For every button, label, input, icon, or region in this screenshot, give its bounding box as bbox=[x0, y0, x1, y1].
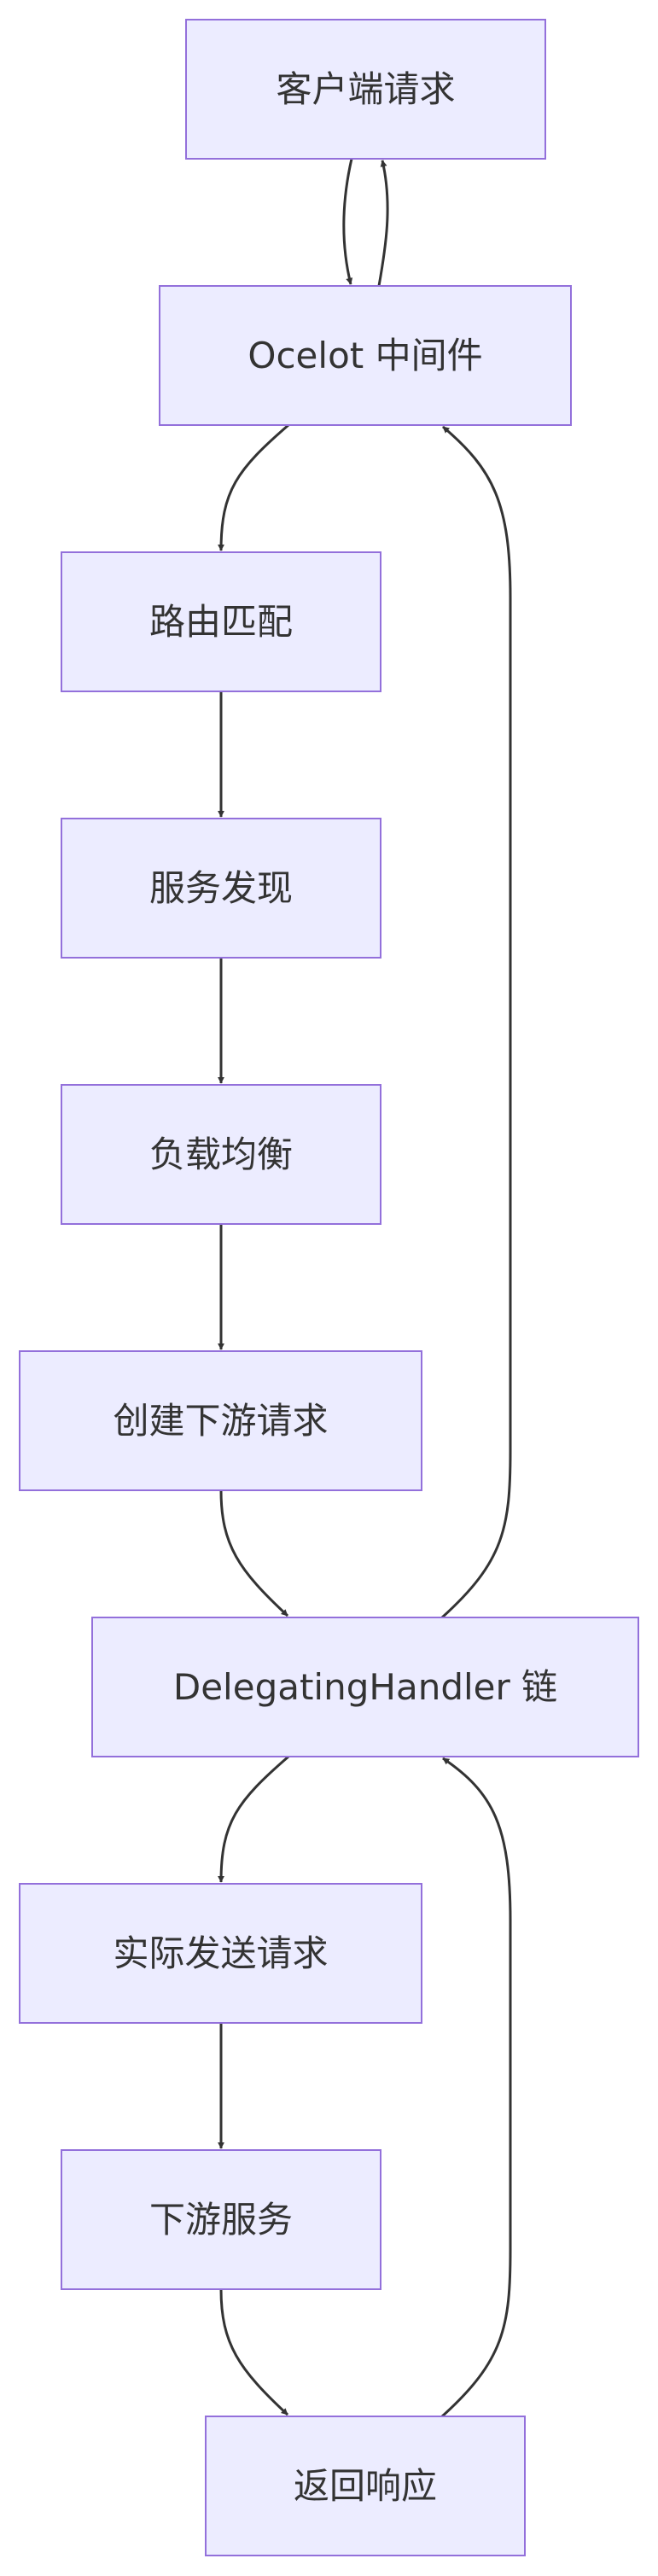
node-label: Ocelot 中间件 bbox=[247, 335, 482, 376]
edge-handler-to-ocelot bbox=[440, 425, 512, 1619]
edge-client-to-ocelot bbox=[342, 158, 353, 285]
node-response: 返回响应 bbox=[205, 2416, 526, 2556]
node-box bbox=[61, 818, 381, 959]
node-handler: DelegatingHandler 链 bbox=[91, 1617, 639, 1757]
edge-ocelot-to-client bbox=[377, 160, 389, 287]
node-create: 创建下游请求 bbox=[19, 1350, 422, 1491]
node-route: 路由匹配 bbox=[61, 551, 381, 692]
node-send: 实际发送请求 bbox=[19, 1883, 422, 2024]
node-discovery: 服务发现 bbox=[61, 818, 381, 959]
edges bbox=[218, 158, 512, 2418]
node-downstream: 下游服务 bbox=[61, 2149, 381, 2290]
node-label: 下游服务 bbox=[149, 2199, 293, 2241]
node-box bbox=[185, 19, 546, 160]
node-label: 负载均衡 bbox=[149, 1134, 293, 1175]
node-box bbox=[61, 1084, 381, 1225]
node-box bbox=[91, 1617, 639, 1757]
edge-ocelot-to-route bbox=[218, 423, 289, 551]
node-box bbox=[205, 2416, 526, 2556]
node-loadbalance: 负载均衡 bbox=[61, 1084, 381, 1225]
edge-response-to-handler bbox=[440, 1757, 512, 2418]
node-label: 创建下游请求 bbox=[113, 1400, 328, 1442]
edge-handler-to-send bbox=[218, 1755, 289, 1883]
node-label: 路由匹配 bbox=[149, 601, 293, 643]
node-box bbox=[19, 1350, 422, 1491]
node-label: 客户端请求 bbox=[276, 68, 455, 110]
node-box bbox=[159, 285, 572, 426]
node-ocelot: Ocelot 中间件 bbox=[159, 285, 572, 426]
node-box bbox=[61, 2149, 381, 2290]
node-client: 客户端请求 bbox=[185, 19, 546, 160]
node-label: 返回响应 bbox=[294, 2465, 437, 2507]
edge-create-to-handler bbox=[219, 1489, 289, 1617]
node-label: 实际发送请求 bbox=[113, 1932, 328, 1974]
edge-downstream-to-response bbox=[219, 2288, 289, 2416]
node-box bbox=[19, 1883, 422, 2024]
node-label: DelegatingHandler 链 bbox=[173, 1666, 557, 1708]
node-box bbox=[61, 551, 381, 692]
node-label: 服务发现 bbox=[149, 867, 293, 909]
